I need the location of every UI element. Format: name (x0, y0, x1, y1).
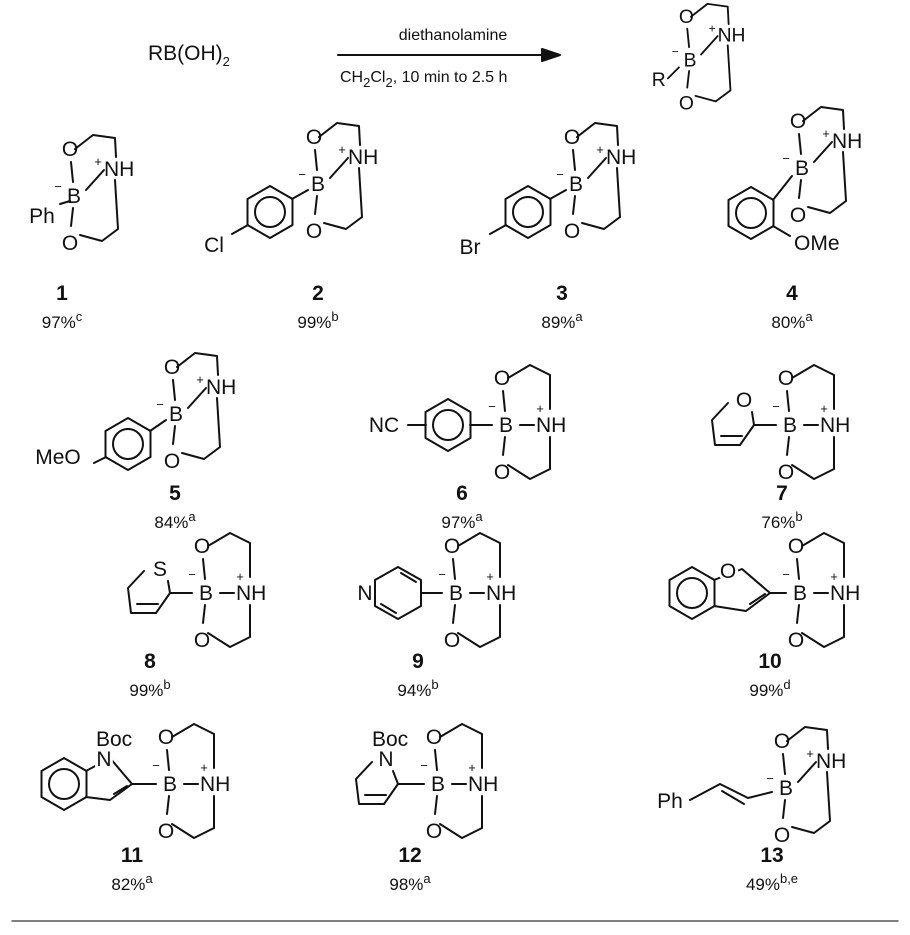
bond-aryl-ome (772, 225, 791, 237)
styryl-chain (689, 783, 773, 801)
compound-8: S (127, 532, 268, 653)
compound-4: OMe (727, 106, 864, 255)
methoxy-label: OMe (794, 232, 840, 255)
compound-number: 12 (398, 844, 421, 867)
pyridine-ring (374, 566, 422, 620)
compound-number: 2 (312, 282, 324, 305)
compound-yield: 97%c (42, 309, 83, 332)
row3-labels: 8 99%b 9 94%b 10 99%d (129, 650, 790, 700)
compound-number: 3 (556, 282, 568, 305)
compound-10: O (668, 532, 862, 653)
compound-number: 1 (56, 282, 68, 305)
compound-1: Ph (29, 134, 136, 256)
pyrrole-double-bond (113, 785, 128, 795)
furan-oxygen: O (720, 560, 736, 583)
boc-label: Boc (96, 728, 132, 751)
compound-yield: 76%b (761, 509, 802, 532)
compound-5: MeO (35, 352, 238, 474)
compound-yield: 99%b (297, 309, 338, 332)
compound-yield: 94%b (397, 677, 438, 700)
compound-number: 6 (456, 482, 468, 505)
row1-labels: 1 97%c 2 99%b 3 89%a 4 80%a (42, 282, 814, 332)
boc-label: Boc (372, 728, 408, 751)
thiophene-bond-s (167, 580, 171, 594)
bond-ph-b (59, 200, 71, 205)
header-reaction: RB(OH)2 diethanolamine CH2Cl2, 10 min to… (148, 2, 747, 116)
bond-aryl-b (772, 175, 793, 201)
pyrrole-nitrogen: N (378, 748, 393, 771)
furan-oxygen: O (736, 389, 752, 412)
compound-yield: 98%a (389, 871, 431, 894)
bond-aryl-br (489, 224, 507, 235)
pyridine-nitrogen: N (357, 582, 372, 605)
product-general: R (652, 2, 747, 116)
compound-yield: 82%a (111, 871, 153, 894)
compound-3: Br (460, 122, 638, 259)
compound-number: 4 (786, 282, 798, 305)
nitrile-label: NC (369, 414, 399, 437)
compound-number: 8 (144, 650, 156, 673)
compound-yield: 49%b,e (746, 871, 798, 894)
reagent-label: diethanolamine (399, 27, 508, 44)
pyridine-double-bond (380, 603, 397, 614)
phenyl-label: Ph (29, 205, 55, 228)
pyrrole-bond-n (392, 770, 399, 785)
methoxy-label: MeO (35, 446, 81, 469)
furan-bond-o (751, 411, 755, 426)
compound-yield: 97%a (441, 509, 483, 532)
compound-yield: 99%b (129, 677, 170, 700)
compound-9: N (354, 532, 518, 653)
bond-r-b (666, 66, 680, 80)
compound-yield: 99%d (749, 677, 790, 700)
compound-number: 9 (412, 650, 424, 673)
compound-number: 13 (760, 844, 783, 867)
compound-number: 7 (776, 482, 788, 505)
bromo-label: Br (460, 236, 481, 259)
compound-number: 11 (121, 844, 144, 867)
r-group: R (652, 70, 666, 91)
pyridine-double-bond (400, 572, 417, 583)
compound-11: N Boc (40, 723, 232, 844)
bond-aryl-b (149, 419, 167, 432)
bond-aryl-cl (231, 224, 249, 235)
chloro-label: Cl (204, 234, 224, 257)
compound-number: 10 (758, 650, 781, 673)
pyrrole-ring (355, 761, 399, 805)
reactant-label: RB(OH)2 (148, 42, 230, 69)
furan-double-bond (749, 593, 766, 605)
thiophene-ring (127, 570, 171, 614)
row2-labels: 5 84%a 6 97%a 7 76%b (154, 482, 802, 532)
bond-aryl-ome (93, 456, 107, 464)
compound-12: N Boc (355, 723, 500, 844)
bond-aryl-b (549, 189, 567, 200)
compound-6: NC (369, 364, 568, 485)
compound-7: O (711, 364, 852, 485)
row4-labels: 11 82%a 12 98%a 13 49%b,e (111, 844, 798, 894)
alkene-double-bond (721, 790, 745, 805)
compound-number: 5 (169, 482, 181, 505)
furan-ring (711, 402, 755, 446)
bond-aryl-b (291, 189, 309, 200)
compound-yield: 89%a (541, 309, 583, 332)
indole-nitrogen: N (96, 748, 111, 771)
compound-2: Cl (204, 122, 380, 257)
compound-yield: 80%a (771, 309, 813, 332)
compound-yield: 84%a (154, 509, 196, 532)
compound-13: Ph (657, 726, 848, 848)
phenyl-label: Ph (657, 790, 683, 813)
conditions-label: CH2Cl2, 10 min to 2.5 h (340, 69, 507, 90)
thiophene-sulfur: S (153, 558, 167, 581)
reaction-arrow-head (541, 48, 561, 62)
